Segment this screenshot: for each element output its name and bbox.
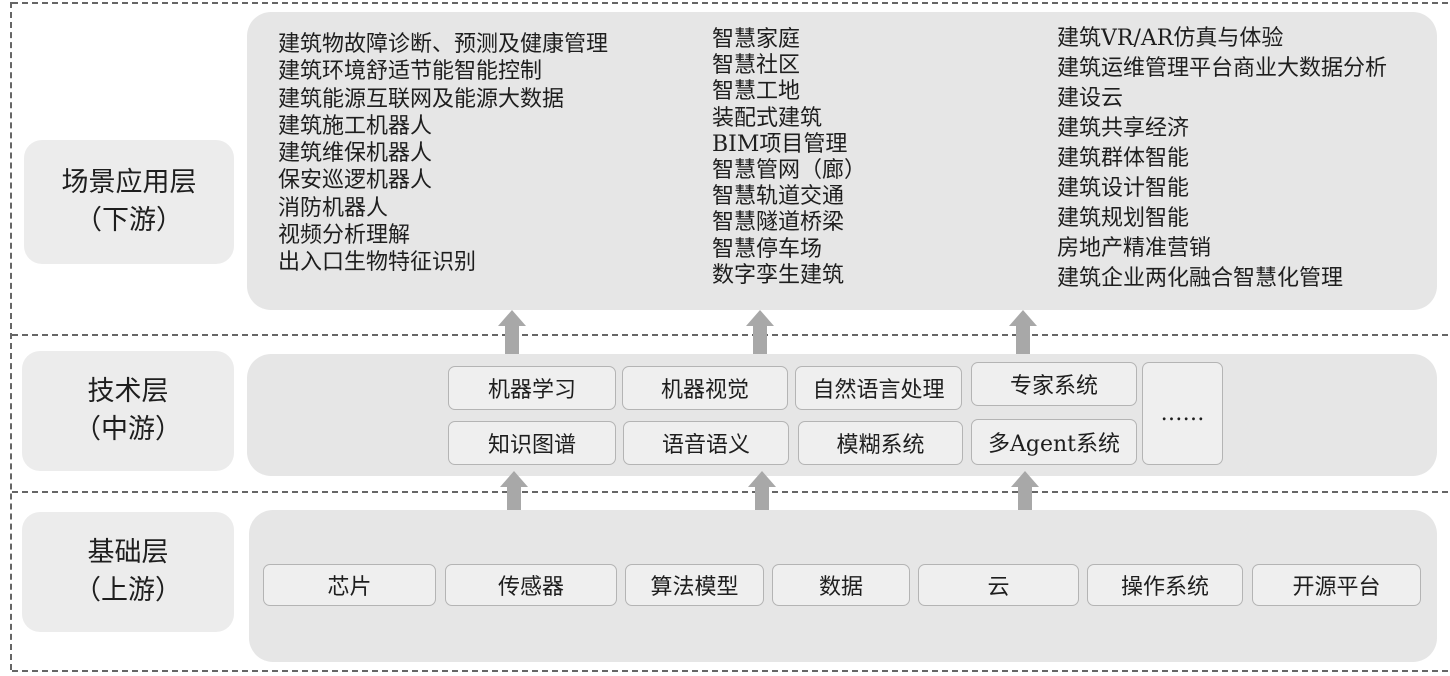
application-item: 保安巡逻机器人	[278, 168, 433, 194]
technology-box-more: ……	[1142, 362, 1223, 465]
foundation-layer-name: 基础层	[87, 537, 169, 568]
application-list-right: 建筑VR/AR仿真与体验 建筑运维管理平台商业大数据分析 建设云 建筑共享经济 …	[1057, 24, 1387, 294]
application-item: 建筑企业两化融合智慧化管理	[1057, 266, 1344, 291]
application-item: 智慧社区	[712, 53, 801, 79]
foundation-box-algorithm-model: 算法模型	[625, 564, 764, 606]
foundation-box-chip: 芯片	[263, 564, 436, 606]
application-item: 建筑群体智能	[1057, 146, 1190, 171]
foundation-box-operating-system: 操作系统	[1087, 564, 1243, 606]
application-item: 智慧停车场	[712, 236, 823, 262]
foundation-box-open-source-platform: 开源平台	[1252, 564, 1421, 606]
application-item: 建筑共享经济	[1057, 116, 1190, 141]
application-layer-label: 场景应用层 （下游）	[24, 140, 234, 264]
application-panel	[247, 12, 1437, 310]
foundation-box-sensor: 传感器	[445, 564, 617, 606]
up-arrow-shaft	[507, 487, 521, 510]
application-layer-stream: （下游）	[75, 205, 183, 236]
technology-box-expert-system: 专家系统	[971, 362, 1137, 406]
technology-box-fuzzy-system: 模糊系统	[798, 421, 963, 465]
technology-box-knowledge-graph: 知识图谱	[448, 421, 616, 465]
foundation-box-data: 数据	[772, 564, 910, 606]
application-item: 智慧管网（廊）	[712, 157, 867, 183]
application-item: BIM项目管理	[712, 131, 848, 157]
up-arrow-shaft	[753, 326, 767, 354]
application-item: 建筑设计智能	[1057, 176, 1190, 201]
technology-box-machine-vision: 机器视觉	[622, 366, 788, 410]
foundation-layer-stream: （上游）	[74, 575, 182, 606]
technology-layer-label: 技术层 （中游）	[22, 351, 234, 471]
technology-box-nlp: 自然语言处理	[795, 366, 962, 410]
application-item: 房地产精准营销	[1057, 236, 1212, 261]
up-arrow-shaft	[755, 487, 769, 510]
technology-box-multi-agent: 多Agent系统	[971, 419, 1137, 465]
up-arrow-icon	[746, 310, 774, 326]
application-list-left: 建筑物故障诊断、预测及健康管理 建筑环境舒适节能智能控制 建筑能源互联网及能源大…	[278, 31, 608, 277]
application-item: 数字孪生建筑	[712, 262, 845, 288]
application-item: 建筑运维管理平台商业大数据分析	[1057, 56, 1388, 81]
foundation-box-cloud: 云	[918, 564, 1079, 606]
application-item: 建筑物故障诊断、预测及健康管理	[278, 32, 609, 57]
application-item: 出入口生物特征识别	[278, 250, 477, 276]
application-item: 消防机器人	[278, 195, 389, 221]
up-arrow-icon	[1011, 471, 1039, 487]
application-layer-name: 场景应用层	[61, 167, 197, 198]
application-item: 建筑VR/AR仿真与体验	[1057, 26, 1284, 51]
technology-layer-name: 技术层	[87, 376, 169, 407]
application-item: 智慧隧道桥梁	[712, 210, 845, 236]
divider-application-technology	[12, 334, 1448, 336]
application-item: 建筑规划智能	[1057, 206, 1190, 231]
application-list-center: 智慧家庭 智慧社区 智慧工地 装配式建筑 BIM项目管理 智慧管网（廊） 智慧轨…	[712, 27, 866, 289]
up-arrow-shaft	[1016, 326, 1030, 354]
divider-technology-foundation	[12, 491, 1448, 493]
application-item: 智慧轨道交通	[712, 184, 845, 210]
frame-left-edge	[10, 2, 12, 670]
technology-layer-stream: （中游）	[74, 414, 182, 445]
up-arrow-icon	[1009, 310, 1037, 326]
application-item: 智慧家庭	[712, 27, 801, 52]
technology-box-speech-semantics: 语音语义	[623, 421, 789, 465]
up-arrow-icon	[500, 471, 528, 487]
up-arrow-icon	[498, 310, 526, 326]
technology-box-machine-learning: 机器学习	[448, 366, 616, 410]
divider-top	[12, 2, 1448, 4]
divider-bottom	[12, 670, 1448, 672]
application-item: 建筑维保机器人	[278, 141, 433, 167]
application-item: 建筑施工机器人	[278, 113, 433, 139]
application-item: 建筑能源互联网及能源大数据	[278, 86, 565, 112]
up-arrow-shaft	[1018, 487, 1032, 510]
up-arrow-icon	[748, 471, 776, 487]
application-item: 视频分析理解	[278, 223, 411, 249]
up-arrow-shaft	[505, 326, 519, 354]
application-item: 建筑环境舒适节能智能控制	[278, 59, 543, 85]
application-item: 装配式建筑	[712, 105, 823, 131]
application-item: 建设云	[1057, 86, 1124, 111]
foundation-layer-label: 基础层 （上游）	[22, 512, 234, 632]
application-item: 智慧工地	[712, 79, 801, 105]
